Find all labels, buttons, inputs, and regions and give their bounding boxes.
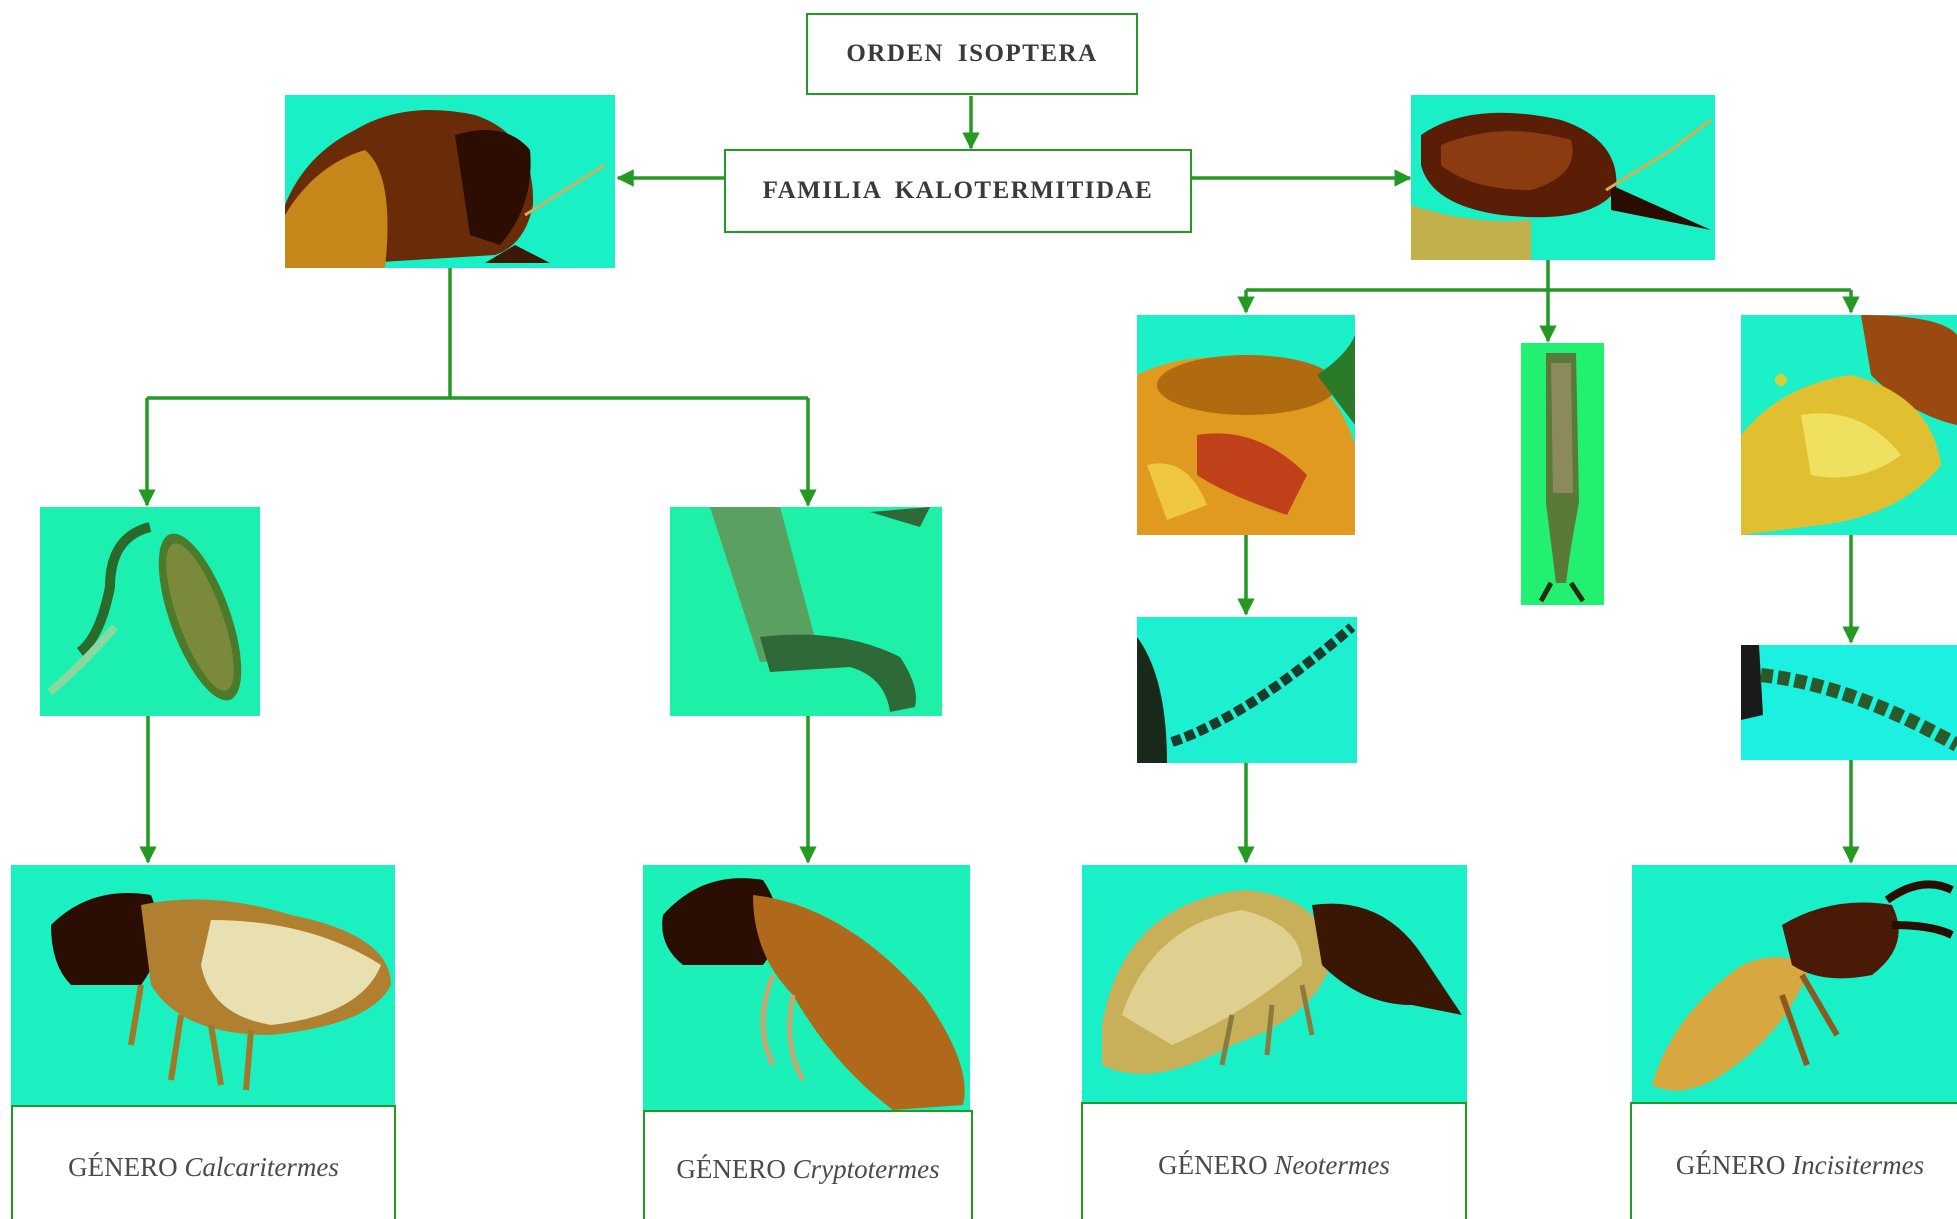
genus-name-incisitermes: Incisitermes (1792, 1150, 1924, 1180)
head-photo-right (1411, 95, 1715, 260)
genus-label-calcaritermes: GÉNERO Calcaritermes (68, 1152, 339, 1183)
family-label: FAMILIA KALOTERMITIDAE (763, 177, 1154, 205)
order-label: ORDEN ISOPTERA (846, 40, 1097, 68)
genus-label-neotermes: GÉNERO Neotermes (1158, 1150, 1390, 1181)
genus-label-cryptotermes: GÉNERO Cryptotermes (676, 1154, 939, 1185)
genus-box-neotermes: GÉNERO Neotermes (1081, 1102, 1467, 1219)
genus-name-cryptotermes: Cryptotermes (793, 1154, 940, 1184)
pronotum-photo-neotermes (1137, 315, 1355, 535)
order-box: ORDEN ISOPTERA (806, 13, 1138, 95)
genus-box-cryptotermes: GÉNERO Cryptotermes (643, 1110, 973, 1219)
genus-name-calcaritermes: Calcaritermes (184, 1152, 339, 1182)
family-box: FAMILIA KALOTERMITIDAE (724, 149, 1192, 233)
antenna-photo-incisitermes (1741, 645, 1957, 760)
body-photo-incisitermes (1632, 865, 1957, 1105)
genus-box-calcaritermes: GÉNERO Calcaritermes (11, 1105, 396, 1219)
body-photo-cryptotermes (643, 865, 970, 1110)
leg-photo-cryptotermes (670, 507, 942, 716)
body-photo-calcaritermes (11, 865, 395, 1105)
genus-name-neotermes: Neotermes (1274, 1150, 1389, 1180)
wing-photo-calcaritermes (40, 507, 260, 716)
genus-label-incisitermes: GÉNERO Incisitermes (1676, 1150, 1924, 1181)
specimen-photo-narrow (1521, 343, 1604, 605)
body-photo-neotermes (1082, 865, 1467, 1105)
head-photo-left (285, 95, 615, 268)
pronotum-photo-incisitermes (1741, 315, 1957, 535)
antenna-photo-neotermes (1137, 617, 1357, 763)
genus-box-incisitermes: GÉNERO Incisitermes (1630, 1102, 1957, 1219)
